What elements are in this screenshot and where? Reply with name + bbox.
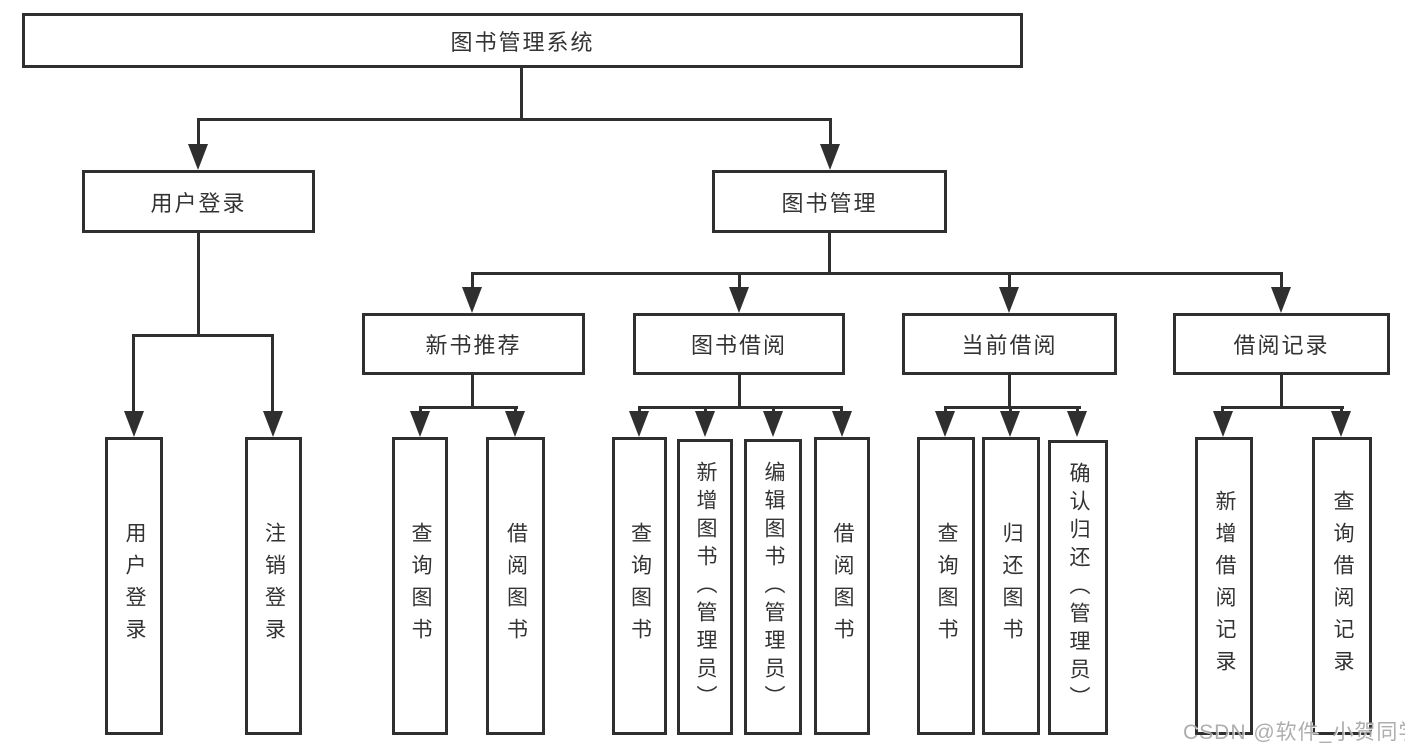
node-book-borrow: 图书借阅 xyxy=(633,313,845,375)
connector-line xyxy=(828,233,831,275)
node-new-book-recommend: 新书推荐 xyxy=(362,313,585,375)
connector-line xyxy=(829,118,832,148)
arrow-down-icon xyxy=(263,411,283,437)
arrow-down-icon xyxy=(1213,411,1233,437)
leaf-confirm-return-admin: 确认归还（管理员） xyxy=(1048,440,1108,735)
connector-line xyxy=(271,334,274,414)
leaf-logout: 注销登录 xyxy=(245,437,302,735)
arrow-down-icon xyxy=(695,411,715,437)
arrow-down-icon xyxy=(1271,287,1291,313)
root-node: 图书管理系统 xyxy=(22,13,1023,68)
connector-line xyxy=(197,233,200,337)
connector-line xyxy=(520,68,523,120)
arrow-down-icon xyxy=(999,287,1019,313)
arrow-down-icon xyxy=(462,287,482,313)
leaf-borrow-book: 借阅图书 xyxy=(486,437,545,735)
leaf-query-borrow-record: 查询借阅记录 xyxy=(1312,437,1372,735)
arrow-down-icon xyxy=(763,411,783,437)
connector-line xyxy=(638,406,843,409)
arrow-down-icon xyxy=(124,411,144,437)
leaf-query-book: 查询图书 xyxy=(612,437,667,735)
connector-line xyxy=(1008,375,1011,408)
connector-line xyxy=(738,375,741,408)
leaf-edit-book-admin: 编辑图书（管理员） xyxy=(744,439,802,735)
connector-line xyxy=(471,272,1283,275)
connector-line xyxy=(1280,272,1283,292)
leaf-add-borrow-record: 新增借阅记录 xyxy=(1195,437,1253,735)
leaf-add-book-admin: 新增图书（管理员） xyxy=(677,439,733,735)
arrow-down-icon xyxy=(1000,411,1020,437)
connector-line xyxy=(471,272,474,292)
leaf-borrow-book: 借阅图书 xyxy=(814,437,870,735)
leaf-user-login: 用户登录 xyxy=(105,437,163,735)
arrow-down-icon xyxy=(188,144,208,170)
connector-line xyxy=(1008,272,1011,292)
arrow-down-icon xyxy=(820,144,840,170)
leaf-return-book: 归还图书 xyxy=(982,437,1040,735)
connector-line xyxy=(471,375,474,408)
connector-line xyxy=(944,406,1081,409)
arrow-down-icon xyxy=(935,411,955,437)
csdn-watermark: CSDN @软件_小贺同学 xyxy=(1183,721,1405,744)
arrow-down-icon xyxy=(629,411,649,437)
arrow-down-icon xyxy=(505,411,525,437)
node-current-borrow: 当前借阅 xyxy=(902,313,1117,375)
arrow-down-icon xyxy=(1331,411,1351,437)
connector-line xyxy=(738,272,741,292)
node-borrow-records: 借阅记录 xyxy=(1173,313,1390,375)
arrow-down-icon xyxy=(729,287,749,313)
connector-line xyxy=(1280,375,1283,408)
connector-line xyxy=(419,406,518,409)
leaf-query-book: 查询图书 xyxy=(392,437,448,735)
node-book-management: 图书管理 xyxy=(712,170,947,233)
arrow-down-icon xyxy=(1067,411,1087,437)
arrow-down-icon xyxy=(410,411,430,437)
connector-line xyxy=(197,118,832,121)
connector-line xyxy=(132,334,135,414)
leaf-query-book: 查询图书 xyxy=(917,437,975,735)
node-user-login: 用户登录 xyxy=(82,170,315,233)
connector-line xyxy=(132,334,274,337)
arrow-down-icon xyxy=(832,411,852,437)
connector-line xyxy=(1221,406,1344,409)
connector-line xyxy=(197,118,200,148)
